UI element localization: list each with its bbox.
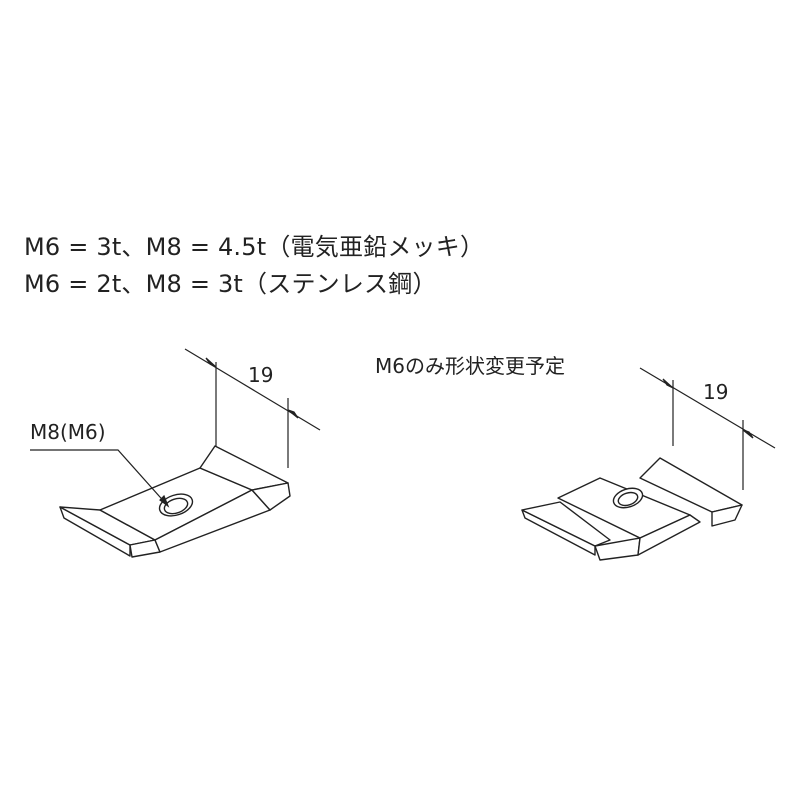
right-dim-arrow-2 [742,429,754,439]
right-plate-drawing [521,457,743,561]
spec-line-stainless: M6 = 2t、M8 = 3t（ステンレス鋼） [24,270,437,298]
right-dim-arrow-1 [662,378,674,389]
leader-arrow [159,494,170,508]
leader-line [30,449,169,507]
right-dim-line [639,367,776,449]
right-plate-center-side [637,514,701,556]
left-dim-arrow-1 [205,357,217,368]
left-plate-drawing [59,445,291,558]
right-plate-thread-hole-inner [617,491,639,507]
left-plate-thread-hole-inner [163,497,189,515]
right-plate-right-lip-side [711,504,743,527]
right-dimension-label: 19 [703,380,729,404]
left-plate-right-flange-side [251,482,291,511]
right-dimension [639,367,776,490]
right-plate-left-lip-top [521,501,611,547]
spec-line-galvanized: M6 = 3t、M8 = 4.5t（電気亜鉛メッキ） [24,233,485,261]
left-dim-line [184,348,321,431]
left-dim-arrow-2 [287,409,299,419]
left-dimension-label: 19 [248,363,274,387]
left-leader [30,449,170,508]
shape-change-note: M6のみ形状変更予定 [375,354,565,378]
thread-size-label: M8(M6) [30,420,106,444]
left-dimension [184,348,321,468]
